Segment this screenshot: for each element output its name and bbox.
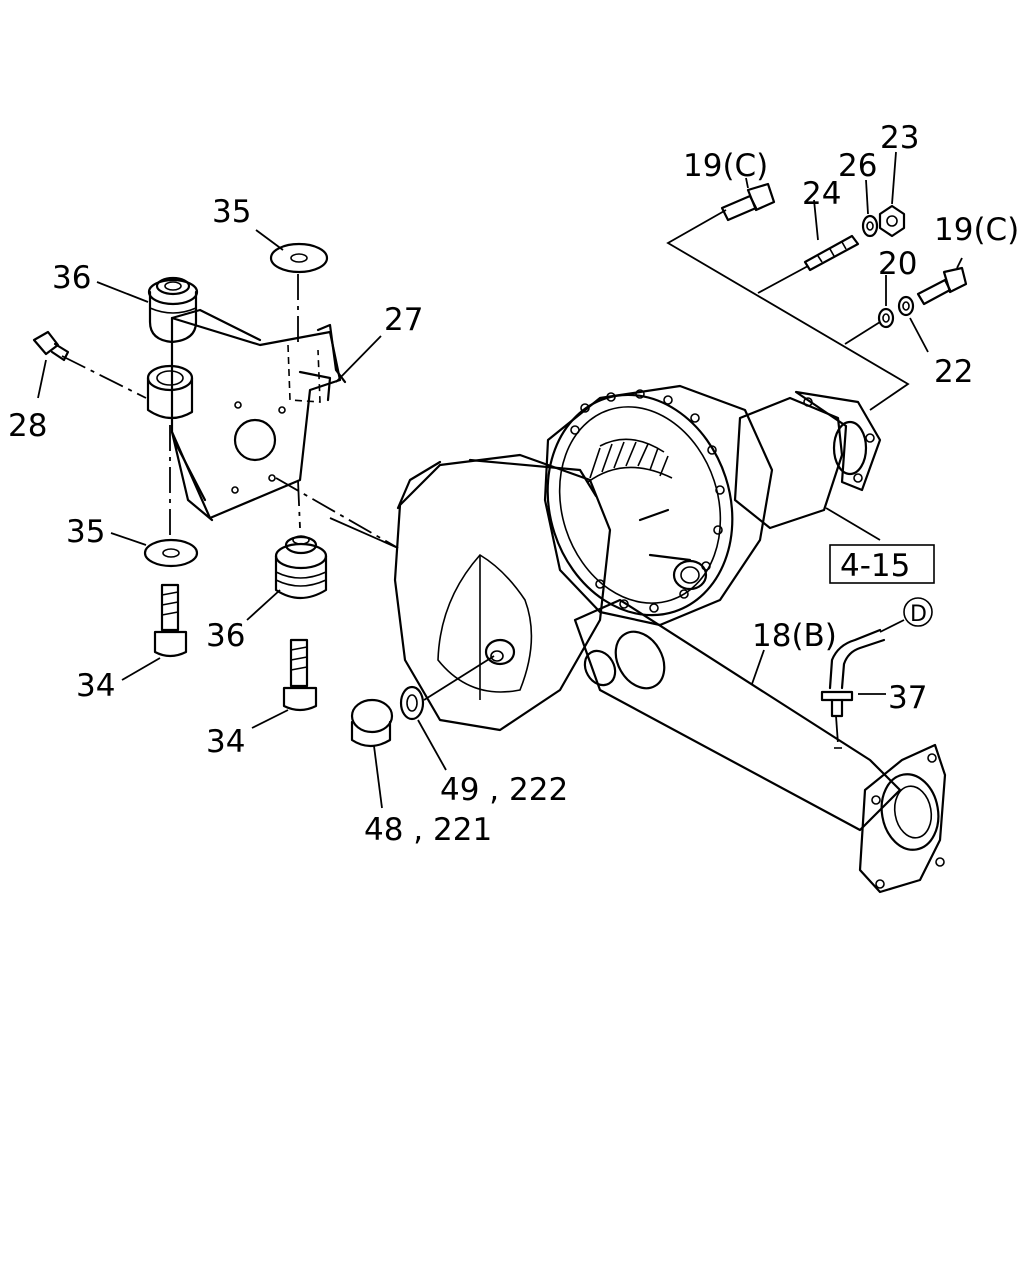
washer-bottom	[143, 538, 199, 568]
stud-24	[803, 234, 860, 272]
callout-49-222: 49 , 222	[440, 772, 568, 808]
rubber-cushion-bottom	[274, 535, 328, 600]
bolt-34-left	[153, 583, 188, 658]
connector-d-circle	[903, 597, 933, 627]
callout-34-left: 34	[76, 668, 115, 704]
callout-34-right: 34	[206, 724, 245, 760]
bolt-28	[32, 330, 70, 362]
bolt-19c-top	[720, 182, 776, 222]
callout-24: 24	[802, 176, 841, 212]
mounting-bracket	[170, 308, 347, 522]
callout-d: D	[910, 602, 927, 627]
callout-labels: 19(C) 24 26 23 19(C) 20 22 35 36 27 28 3…	[8, 120, 1019, 848]
callout-26: 26	[838, 148, 877, 184]
callout-35-bottom: 35	[66, 514, 105, 550]
leader-lines	[37, 151, 963, 809]
washer-26	[861, 214, 879, 238]
washer-22	[897, 295, 915, 317]
callout-27: 27	[384, 302, 423, 338]
callout-37: 37	[888, 680, 927, 716]
drain-plug-48	[350, 698, 394, 748]
differential-housing	[393, 384, 947, 894]
callout-48-221: 48 , 221	[364, 812, 492, 848]
axle-end-flange	[858, 743, 947, 894]
washer-top	[269, 242, 329, 274]
bolt-19c-right	[916, 266, 968, 306]
bolt-34-right	[282, 638, 318, 712]
washer-20	[877, 307, 895, 329]
vent-hose-37	[820, 628, 886, 718]
callout-36-bottom: 36	[206, 618, 245, 654]
nut-23	[878, 204, 906, 238]
sleeve-bushing	[146, 364, 194, 420]
callout-28: 28	[8, 408, 47, 444]
callout-19c-right: 19(C)	[934, 212, 1019, 248]
callout-22: 22	[934, 354, 973, 390]
callout-20: 20	[878, 246, 917, 282]
reference-box	[829, 544, 935, 584]
gasket-49	[399, 685, 425, 721]
rubber-cushion-top	[147, 276, 199, 344]
callout-18b: 18(B)	[752, 618, 837, 654]
callout-35-top: 35	[212, 194, 251, 230]
callout-4-15: 4-15	[840, 548, 910, 584]
ring-gear	[587, 438, 673, 483]
callout-23: 23	[880, 120, 919, 156]
callout-36-top: 36	[52, 260, 91, 296]
callout-19c-top: 19(C)	[683, 148, 768, 184]
